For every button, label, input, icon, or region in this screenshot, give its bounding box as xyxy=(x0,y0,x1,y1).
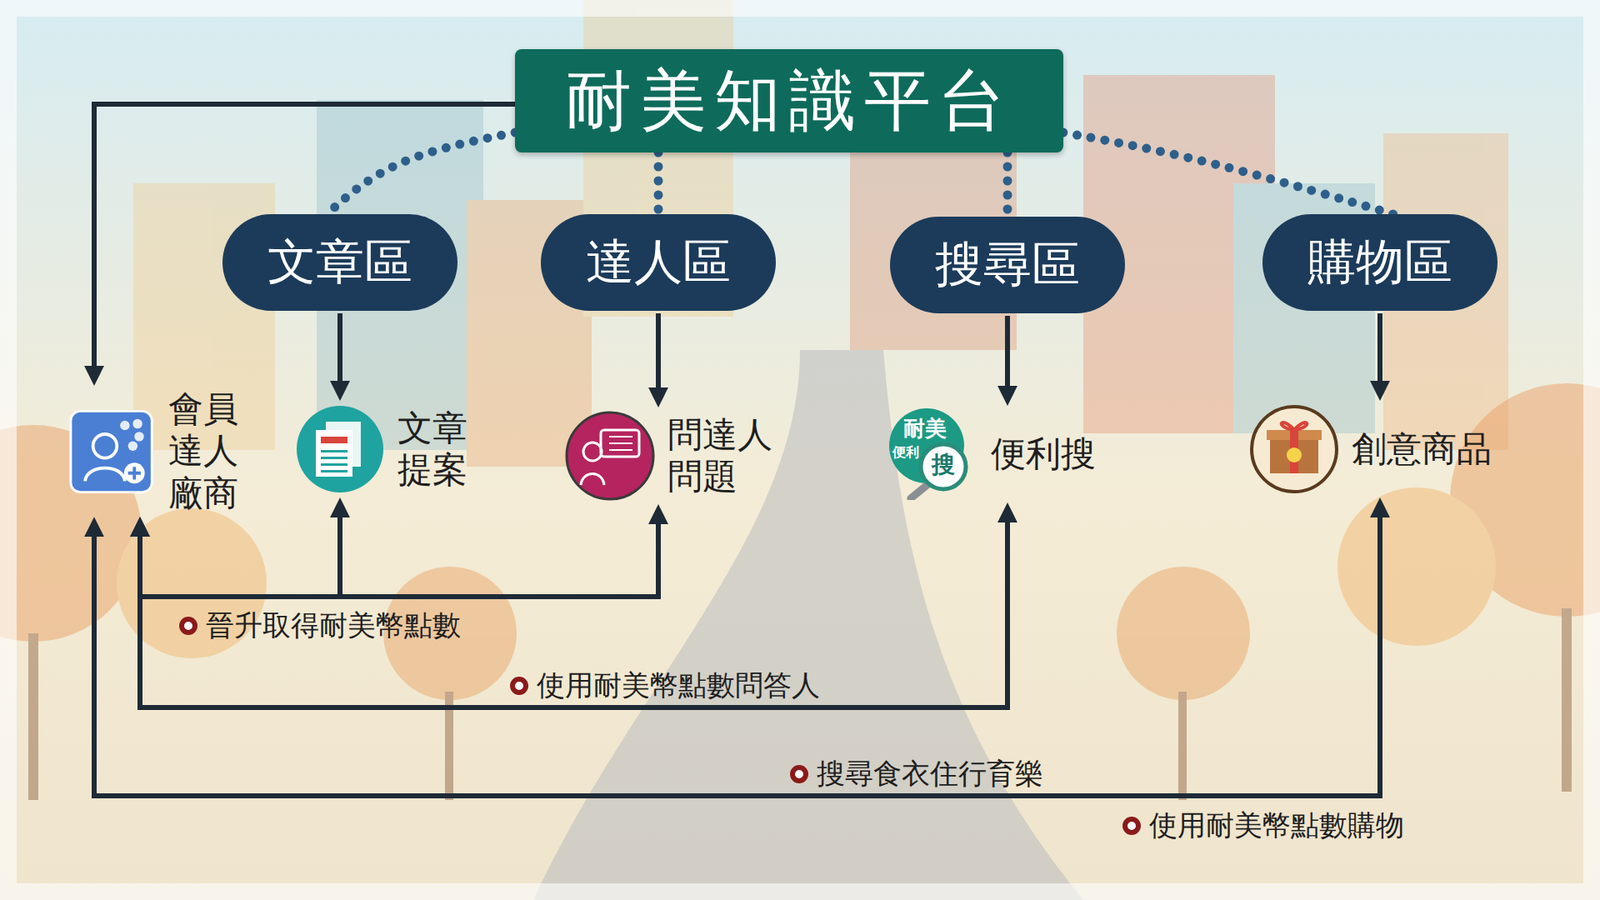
member-icon xyxy=(69,405,157,498)
node-text: 搜尋區 xyxy=(935,232,1080,298)
node-text: 文章 提案 xyxy=(397,407,475,492)
icon-label: 耐美 xyxy=(903,416,947,441)
feature-item: 文章 提案 xyxy=(294,403,475,495)
bullet-dot xyxy=(1122,816,1141,835)
arrow-connector xyxy=(140,514,1008,708)
gift-icon xyxy=(1248,403,1340,495)
arrow-connector xyxy=(1377,313,1383,390)
dotted-link xyxy=(654,152,664,215)
node-text: 會員 達人 廠商 xyxy=(168,388,245,515)
platform-title-box: 耐美知識平台 xyxy=(515,49,1064,153)
zone-pill: 購物區 xyxy=(1262,214,1498,311)
edge-label-text: 使用耐美幣點數問答人 xyxy=(536,666,820,705)
bullet-dot xyxy=(510,676,529,695)
arrow-connector xyxy=(337,313,343,390)
zone-pill: 達人區 xyxy=(540,214,776,311)
edge-label: 晉升取得耐美幣點數 xyxy=(179,606,461,645)
feature-item: 問達人 問題 xyxy=(564,410,780,502)
bullet-dot xyxy=(179,616,198,635)
edge-label-text: 使用耐美幣點數購物 xyxy=(1149,806,1405,845)
note-label: 搜尋食衣住行育樂 xyxy=(790,755,1044,794)
doc-icon xyxy=(294,403,386,495)
dotted-link xyxy=(1063,132,1394,215)
zone-pill: 搜尋區 xyxy=(890,216,1125,314)
arrow-connector xyxy=(94,104,515,375)
node-text: 達人區 xyxy=(585,230,731,295)
arrow-connector xyxy=(1005,315,1010,395)
node-text: 文章區 xyxy=(267,230,413,295)
node-text: 問達人 問題 xyxy=(667,414,780,499)
node-text: 創意商品 xyxy=(1351,428,1492,470)
arrow-connector xyxy=(140,515,659,597)
label-text: 耐美 xyxy=(903,415,947,441)
icon-label: 搜 xyxy=(931,452,955,479)
label-text: 便利 xyxy=(892,444,920,460)
node-text: 耐美知識平台 xyxy=(565,60,1014,141)
icon-label: 便利 xyxy=(892,445,920,460)
label-text: 搜 xyxy=(931,450,955,479)
arrow-connector xyxy=(655,313,661,396)
ask-icon xyxy=(564,410,656,502)
bullet-dot xyxy=(790,765,809,784)
edge-label: 使用耐美幣點數購物 xyxy=(1122,806,1405,845)
feature-item: 創意商品 xyxy=(1248,403,1492,495)
edge-label-text: 晉升取得耐美幣點數 xyxy=(205,606,461,645)
road xyxy=(533,350,1084,900)
label-text: 搜尋食衣住行育樂 xyxy=(816,755,1044,794)
node-text: 購物區 xyxy=(1307,230,1453,295)
dotted-link xyxy=(1003,152,1013,217)
zone-pill: 文章區 xyxy=(222,214,458,311)
feature-item: 會員 達人 廠商 xyxy=(69,388,245,515)
trees xyxy=(0,383,1600,800)
dotted-link xyxy=(326,132,515,215)
arrow-connector xyxy=(140,509,340,597)
node-text: 便利搜 xyxy=(990,433,1096,475)
arrow-connector xyxy=(94,509,1380,796)
edge-label: 使用耐美幣點數問答人 xyxy=(510,666,820,705)
